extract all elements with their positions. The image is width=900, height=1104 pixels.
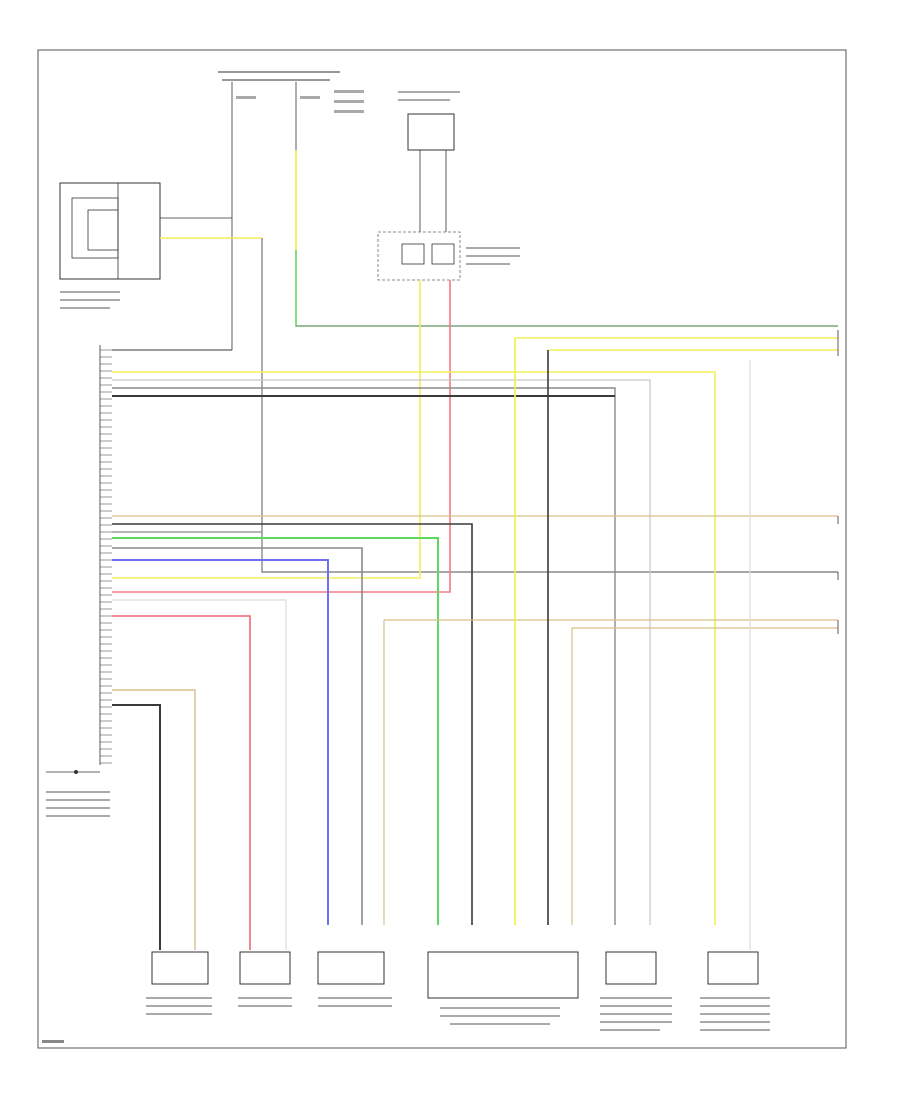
fuse-block — [218, 71, 364, 350]
wire-ecm-gray-2 — [112, 387, 616, 925]
wire-ecm-white — [112, 599, 287, 950]
wire-ecm-dark-3 — [112, 704, 161, 950]
wire-fuse-green — [295, 250, 838, 327]
wire-ecm-dark-2 — [112, 523, 473, 925]
wire-relay-yellow — [112, 280, 421, 579]
sensor-a — [146, 951, 212, 1015]
engine-control-module-connector — [100, 349, 112, 764]
differential-sensor — [700, 951, 770, 1031]
sensor-c — [317, 951, 392, 1007]
wire-ecm-red-2 — [112, 615, 251, 950]
front-transmission-speed-sensor — [427, 951, 579, 1025]
engine-control-module — [46, 345, 110, 817]
frame-tag — [42, 1040, 64, 1043]
wire-fuse-gray-down — [261, 238, 838, 573]
wire-ecm-yellow-1 — [112, 371, 716, 925]
wire-ecm-gray-4 — [112, 547, 363, 925]
sensor-b — [238, 951, 292, 1007]
wire-ecm-tan-3 — [112, 689, 196, 950]
wire-ecm-green — [112, 537, 439, 925]
relay-top — [377, 91, 520, 281]
front-transmission-solenoid — [600, 951, 672, 1031]
wire-relay-red — [112, 280, 451, 593]
diagram-frame — [37, 49, 847, 1049]
wire-ecm-lightgray — [112, 379, 651, 925]
front-transmission-gear-sensor — [59, 182, 262, 309]
wires — [112, 150, 838, 950]
wire-ecm-blue — [112, 559, 329, 925]
